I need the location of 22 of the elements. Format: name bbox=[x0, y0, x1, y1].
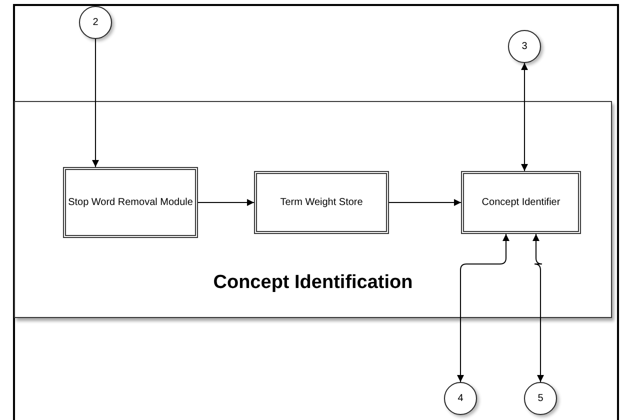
box-label: Concept Identifier bbox=[482, 197, 560, 208]
circle-number: 2 bbox=[92, 17, 98, 28]
arrow bbox=[92, 38, 99, 168]
process-box bbox=[461, 171, 581, 234]
numbered-circle bbox=[444, 382, 477, 415]
box-label: Term Weight Store bbox=[280, 197, 363, 208]
arrow bbox=[388, 199, 462, 206]
circle-number: 4 bbox=[458, 393, 464, 404]
numbered-circle bbox=[79, 6, 112, 39]
arrow bbox=[457, 234, 510, 382]
process-box bbox=[63, 167, 198, 238]
circle-number: 3 bbox=[522, 41, 528, 52]
group-heading: Concept Identification bbox=[212, 272, 414, 294]
numbered-circle bbox=[508, 30, 541, 63]
group-panel bbox=[14, 101, 612, 318]
numbered-circle bbox=[524, 382, 557, 415]
circle-number: 5 bbox=[538, 393, 544, 404]
arrow bbox=[532, 234, 544, 382]
arrow bbox=[198, 199, 254, 206]
box-label: Stop Word Removal Module bbox=[68, 197, 193, 208]
process-box bbox=[254, 171, 389, 234]
arrow bbox=[521, 62, 528, 172]
